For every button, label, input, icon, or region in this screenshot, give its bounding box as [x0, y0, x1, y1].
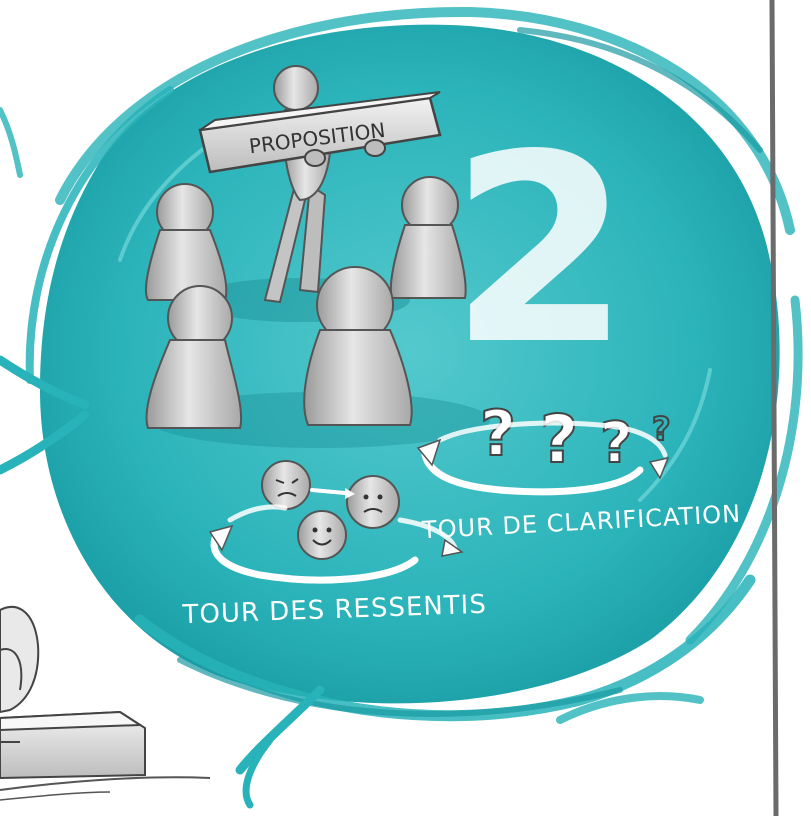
step-number-two: 2 [450, 100, 631, 402]
partial-desk-sketch [0, 605, 211, 801]
pawn-figure [144, 183, 228, 301]
circular-arrow-icon [208, 504, 464, 584]
pawn-figure [303, 266, 413, 426]
face-icon [261, 460, 311, 510]
panel-divider [769, 0, 779, 816]
face-icon [346, 475, 400, 529]
question-mark-icon: ? [540, 401, 578, 478]
face-icon [297, 510, 347, 560]
feelings-faces-group [261, 460, 400, 560]
circular-arrow-icon [416, 420, 670, 496]
question-mark-icon: ? [652, 410, 671, 448]
pawn-figure [145, 285, 243, 429]
question-mark-icon: ? [480, 397, 516, 470]
presenter-figure: PROPOSITION [198, 65, 442, 304]
pawn-figure [389, 176, 467, 299]
question-marks-group: ? ? ? ? [479, 396, 672, 479]
question-mark-icon: ? [600, 411, 632, 476]
step-number-label: 2 [450, 100, 631, 402]
